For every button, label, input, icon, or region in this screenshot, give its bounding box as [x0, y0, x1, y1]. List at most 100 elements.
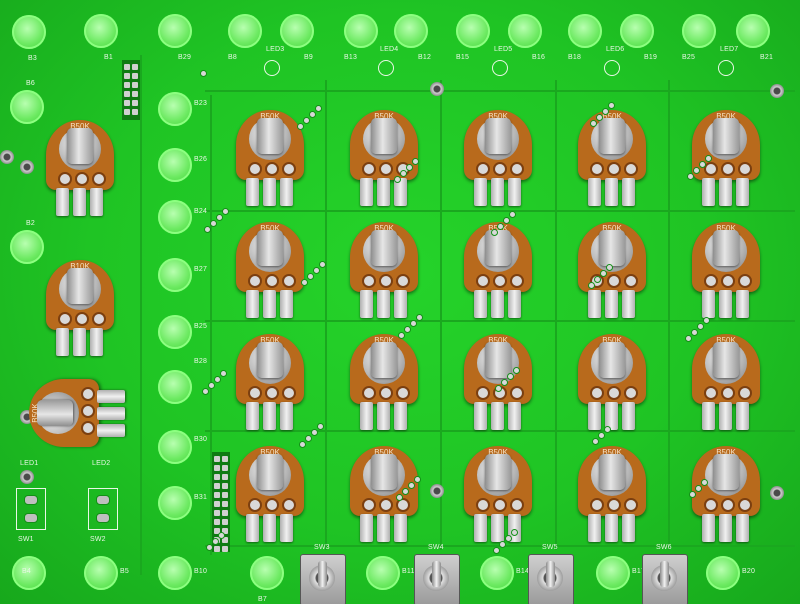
- pad-hole: [12, 15, 46, 49]
- pot-pin: [377, 514, 390, 542]
- via: [701, 479, 708, 486]
- pcb-trace: [440, 80, 442, 550]
- pad-hole: [84, 14, 118, 48]
- via: [705, 155, 712, 162]
- pot-knob: [371, 230, 397, 266]
- led-label: LED4: [380, 46, 399, 53]
- pot-pin: [263, 290, 276, 318]
- pot-pin: [97, 424, 125, 437]
- pot-knob: [485, 118, 511, 154]
- pot-pin: [702, 402, 715, 430]
- solder-joint: [396, 274, 410, 288]
- header-pin: [132, 82, 138, 88]
- solder-joint: [362, 498, 376, 512]
- pot-pin: [73, 328, 86, 356]
- pot-knob: [257, 342, 283, 378]
- via: [317, 423, 324, 430]
- pot-label: B50K: [260, 224, 280, 233]
- pot-pin: [474, 178, 487, 206]
- pot-label: B50K: [602, 224, 622, 233]
- header-pin: [222, 474, 228, 480]
- pot-pin: [508, 402, 521, 430]
- pot-pin: [360, 514, 373, 542]
- pot-pin: [246, 178, 259, 206]
- header-pin: [214, 456, 220, 462]
- via: [208, 382, 215, 389]
- pad-label: B19: [644, 54, 658, 61]
- header-pin: [124, 64, 130, 70]
- via: [699, 161, 706, 168]
- pot-knob: [371, 118, 397, 154]
- solder-joint: [379, 162, 393, 176]
- via: [400, 170, 407, 177]
- pot-pin: [90, 188, 103, 216]
- pot-pin: [491, 290, 504, 318]
- pot-pin: [702, 178, 715, 206]
- solder-joint: [248, 498, 262, 512]
- header-pin: [124, 91, 130, 97]
- mounting-hole: [770, 486, 784, 500]
- pcb-trace: [668, 80, 670, 550]
- pad-hole: [736, 14, 770, 48]
- pot-pin: [263, 514, 276, 542]
- pad-label: B25: [682, 54, 696, 61]
- pot-knob: [257, 118, 283, 154]
- via: [600, 270, 607, 277]
- pot-knob: [713, 230, 739, 266]
- solder-joint: [362, 274, 376, 288]
- header-pin: [222, 519, 228, 525]
- via: [214, 376, 221, 383]
- solder-joint: [738, 386, 752, 400]
- via: [206, 544, 213, 551]
- via: [608, 102, 615, 109]
- switch-lever: [432, 561, 441, 587]
- pot-knob: [371, 342, 397, 378]
- mounting-hole: [430, 82, 444, 96]
- header-pin: [132, 109, 138, 115]
- pad-hole: [508, 14, 542, 48]
- solder-joint: [476, 498, 490, 512]
- pad-label: B26: [194, 156, 208, 163]
- switch-label: SW2: [90, 536, 106, 543]
- pcb-trace: [555, 80, 557, 550]
- via: [311, 429, 318, 436]
- potentiometer: B50K: [464, 436, 532, 546]
- potentiometer: B50K: [578, 324, 646, 434]
- pad-label: B5: [120, 568, 129, 575]
- pot-pins: [702, 178, 750, 208]
- pad-label: B25: [194, 323, 208, 330]
- solder-joint: [362, 162, 376, 176]
- pot-pins: [474, 402, 522, 432]
- via: [396, 494, 403, 501]
- via: [408, 482, 415, 489]
- potentiometer: B50K: [578, 100, 646, 210]
- via: [602, 108, 609, 115]
- pad-hole: [10, 90, 44, 124]
- solder-joint: [282, 498, 296, 512]
- pot-label: B50K: [488, 112, 508, 121]
- switch-pad: [96, 495, 110, 505]
- via: [503, 217, 510, 224]
- potentiometer: B50K: [692, 212, 760, 322]
- mounting-hole: [770, 84, 784, 98]
- via: [309, 111, 316, 118]
- pot-pins: [588, 290, 636, 320]
- pot-pin: [394, 178, 407, 206]
- via: [685, 335, 692, 342]
- pot-label: B50K: [260, 448, 280, 457]
- pad-label: B12: [418, 54, 432, 61]
- pot-pin: [360, 290, 373, 318]
- pot-pin: [97, 390, 125, 403]
- pot-label: B50K: [70, 122, 90, 131]
- pot-pin: [394, 290, 407, 318]
- pot-pin: [491, 514, 504, 542]
- pad-hole: [596, 556, 630, 590]
- via: [218, 532, 225, 539]
- solder-joint: [493, 498, 507, 512]
- via: [410, 320, 417, 327]
- pot-pin: [474, 290, 487, 318]
- via: [222, 208, 229, 215]
- via: [297, 123, 304, 130]
- pad-hole: [158, 14, 192, 48]
- pad-label: B17: [632, 568, 646, 575]
